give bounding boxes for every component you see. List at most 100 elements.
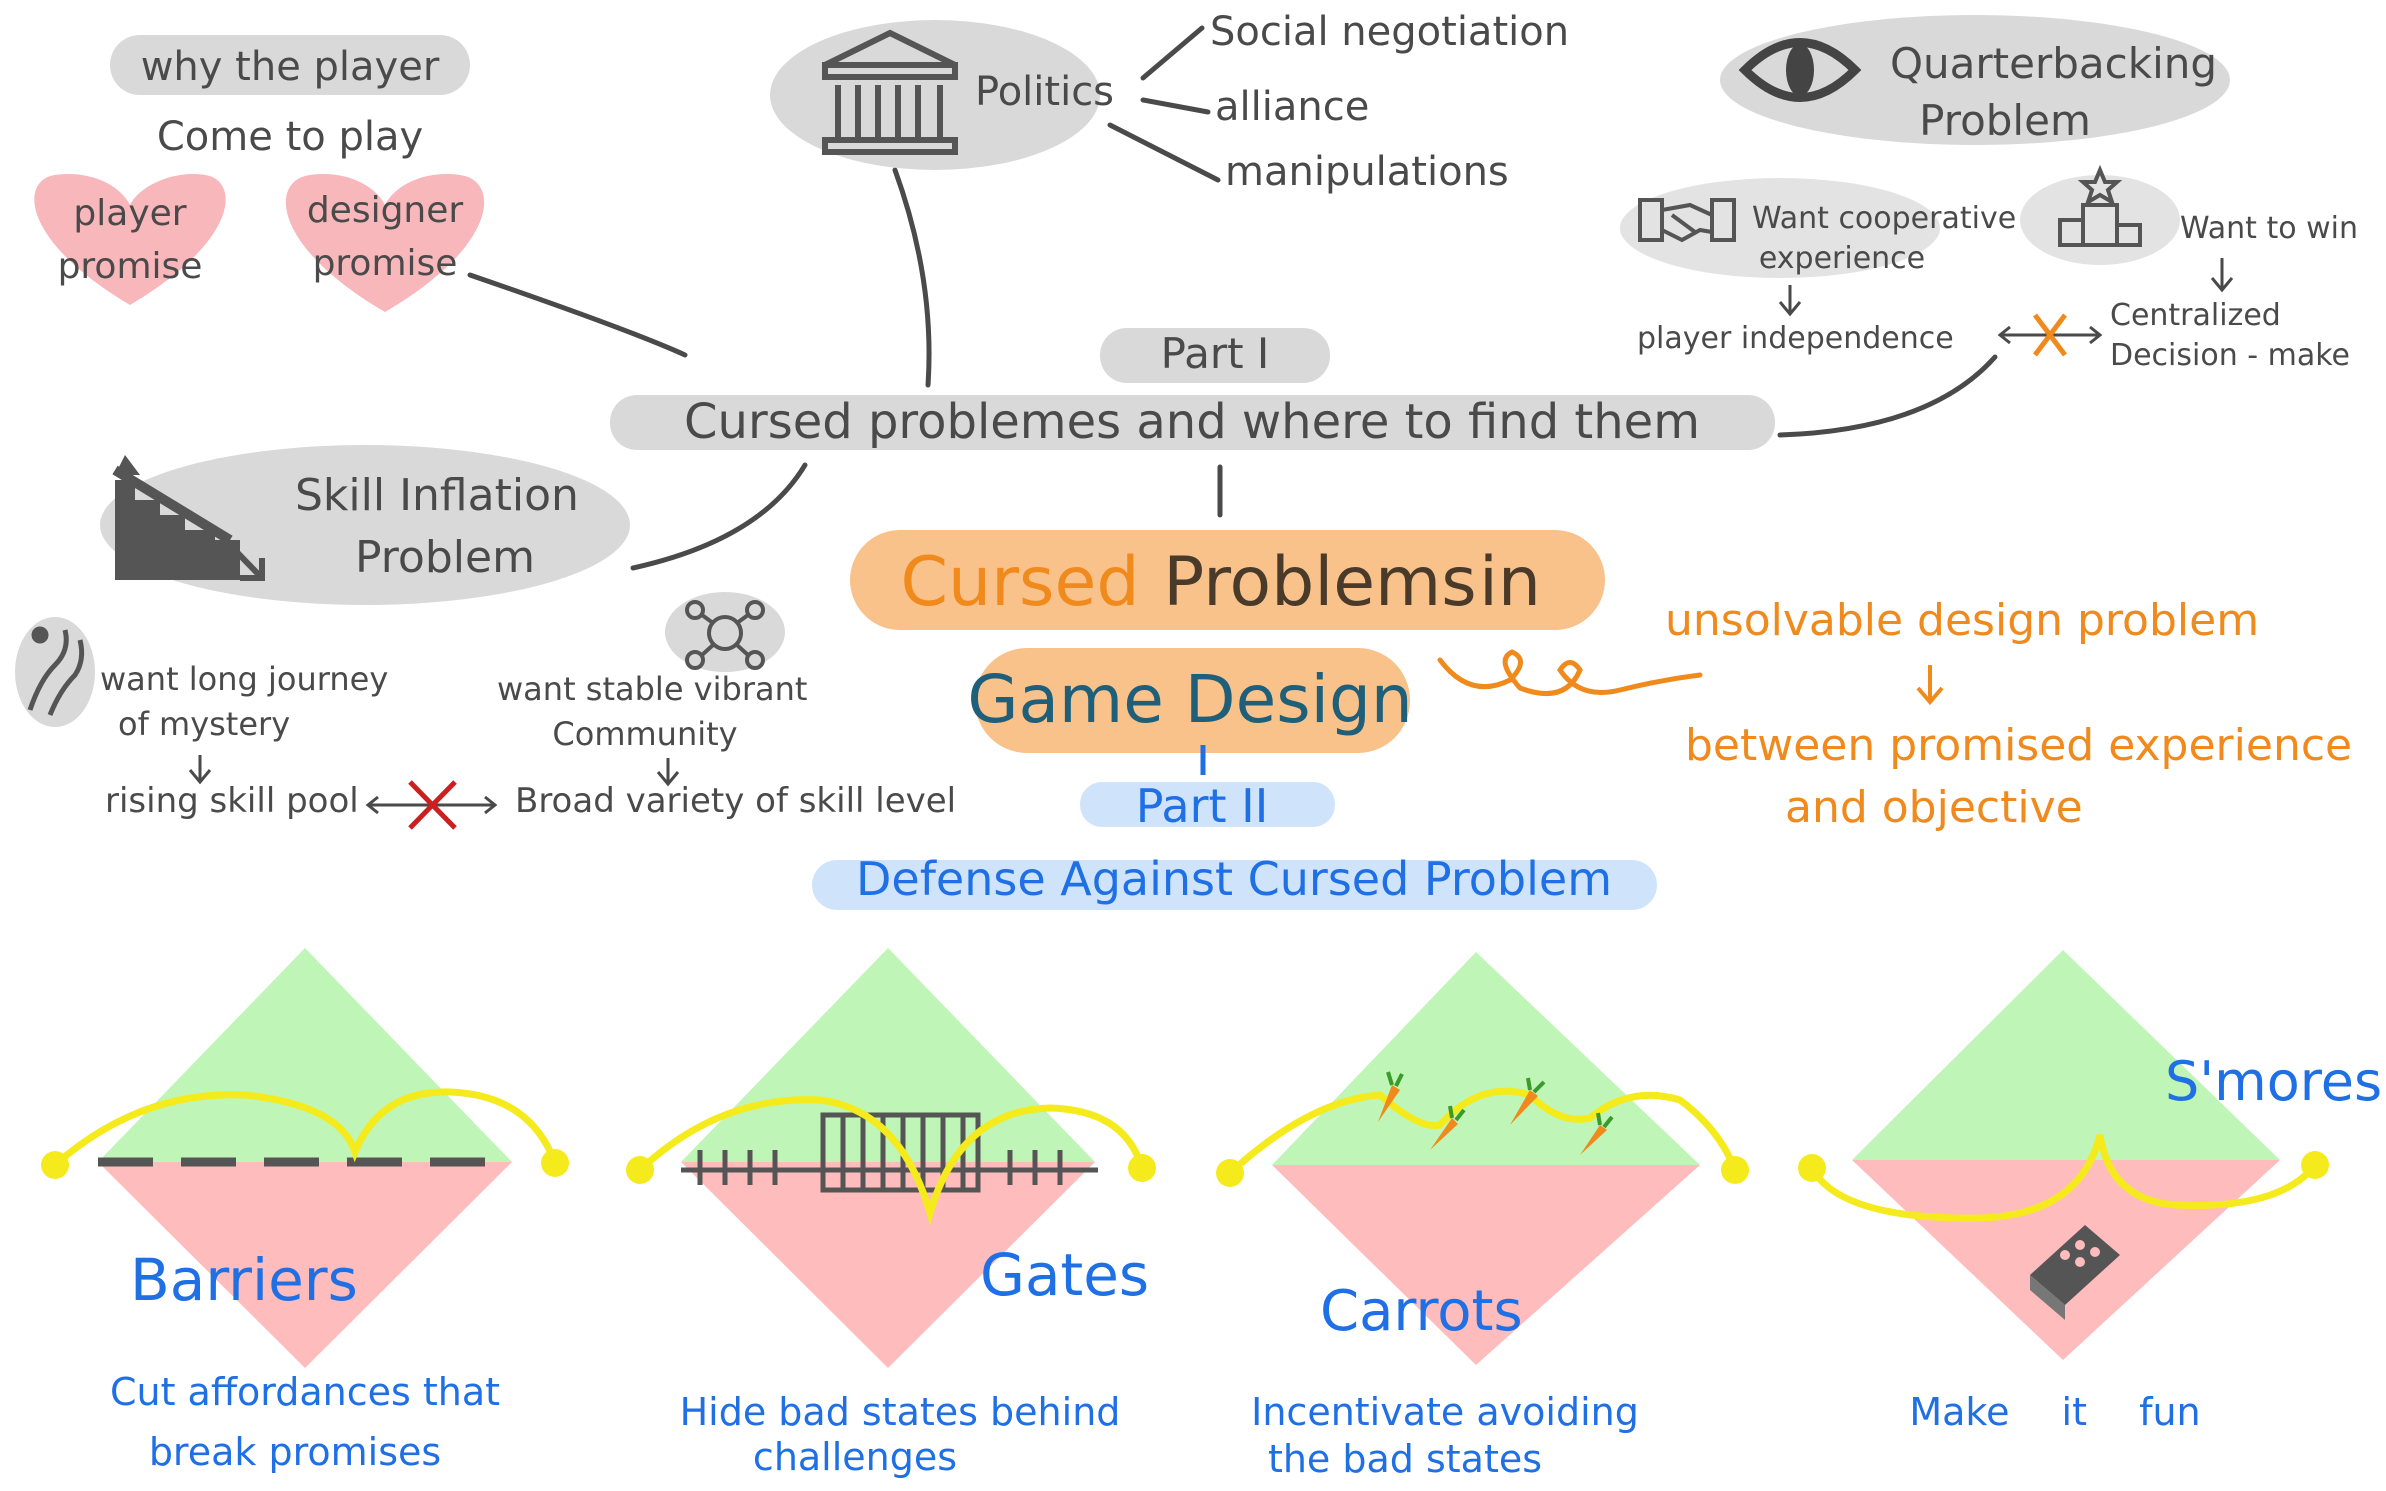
- barriers-player-path: [52, 1088, 559, 1168]
- smores-player-path: [1808, 1134, 2318, 1222]
- variety-label: Broad variety of skill level: [515, 781, 956, 821]
- carrot-icon: [1378, 1071, 1404, 1122]
- gates-label: Gates: [980, 1241, 1149, 1309]
- connector-politics-alliance: [1140, 97, 1211, 115]
- subtitle-blob: [610, 395, 1775, 450]
- skill-title-line1: Skill Inflation: [295, 470, 579, 521]
- subtitle: Cursed problemes and where to find them: [684, 394, 1700, 450]
- gates-bad-zone: [681, 1162, 1095, 1368]
- player-promise-heart: [34, 174, 226, 305]
- coop-down-arrow: [1778, 285, 1802, 317]
- win-down-arrow: [2210, 258, 2234, 293]
- main-title-blob-2: [975, 648, 1410, 753]
- smores-desc: Make it fun: [1909, 1390, 2200, 1434]
- carrots-end-point: [1721, 1156, 1749, 1184]
- defense-label: Defense Against Cursed Problem: [856, 852, 1612, 906]
- journey-line2: of mystery: [118, 705, 290, 743]
- politics-blob: [770, 20, 1100, 170]
- skill-title-line2: Problem: [355, 532, 535, 583]
- part1-label: Part I: [1161, 329, 1270, 378]
- central-title-section: Part I Cursed problemes and where to fin…: [610, 328, 1775, 910]
- strategy-barriers: Barriers Cut affordances that break prom…: [41, 948, 569, 1474]
- community-icon-blob: [665, 592, 785, 672]
- player-promise-line1: player: [73, 193, 186, 234]
- politics-item-social: Social negotiation: [1210, 9, 1569, 55]
- barriers-desc-line2: break promises: [149, 1430, 441, 1474]
- smores-start-point: [1798, 1154, 1826, 1182]
- podium-icon: [2058, 164, 2142, 247]
- gates-desc-line1: Hide bad states behind: [680, 1390, 1121, 1434]
- main-title-word-in: in: [1479, 543, 1541, 622]
- definition-line2: between promised experience: [1685, 720, 2352, 771]
- quarterbacking-title-line2: Problem: [1919, 96, 2091, 145]
- quarterbacking-title-line1: Quarterbacking: [1890, 39, 2217, 88]
- conflict-arrow-quarterback: [1997, 313, 2103, 357]
- network-icon: [685, 600, 765, 670]
- gates-fence: [681, 1112, 1098, 1193]
- part1-blob: [1100, 328, 1330, 383]
- definition-line1: unsolvable design problem: [1665, 595, 2259, 646]
- politics-item-alliance: alliance: [1215, 84, 1369, 130]
- journey-arrow: [188, 755, 212, 785]
- gates-good-zone: [681, 948, 1095, 1162]
- main-title-word-problems: Problems: [1163, 543, 1476, 622]
- gates-player-path: [637, 1096, 1146, 1226]
- carrots-label: Carrots: [1320, 1279, 1523, 1344]
- carrots-player-path: [1227, 1087, 1739, 1176]
- barriers-bad-zone: [98, 1162, 512, 1368]
- carrots-desc-line2: the bad states: [1268, 1437, 1542, 1481]
- connector-politics-social: [1140, 25, 1205, 81]
- community-arrow: [656, 758, 680, 787]
- centralized-line1: Centralized: [2110, 298, 2281, 333]
- carrots-desc-line1: Incentivate avoiding: [1251, 1390, 1639, 1434]
- win-blob: [2020, 175, 2180, 265]
- designer-promise-heart: [285, 174, 485, 312]
- game-controller-icon: [2030, 1225, 2120, 1320]
- carrot-icon: [1580, 1112, 1614, 1155]
- player-promise-line2: promise: [58, 246, 203, 287]
- definition-line3: and objective: [1785, 782, 2083, 833]
- quarterbacking-section: Quarterbacking Problem Want cooperative …: [1620, 15, 2358, 373]
- definition-squiggle: [1437, 649, 1703, 697]
- coop-blob: [1620, 178, 1940, 278]
- connector-quarterback: [1777, 354, 1998, 438]
- why-player-line2: Come to play: [157, 114, 423, 160]
- barriers-good-zone: [98, 948, 512, 1162]
- part2-label: Part II: [1136, 779, 1269, 833]
- designer-promise-line2: promise: [313, 243, 458, 284]
- coop-line1: Want cooperative: [1752, 201, 2016, 236]
- designer-promise-line1: designer: [307, 190, 464, 231]
- barriers-start-point: [41, 1151, 69, 1179]
- smores-end-point: [2301, 1151, 2329, 1179]
- connector-skill: [630, 462, 808, 571]
- journey-line1: want long journey: [100, 660, 388, 698]
- skill-inflation-section: Skill Inflation Problem want long journe…: [15, 445, 956, 830]
- definition-arrow: [1916, 665, 1944, 706]
- courthouse-icon: [822, 29, 958, 155]
- carrots-good-zone: [1272, 952, 1700, 1165]
- barriers-label: Barriers: [130, 1246, 358, 1314]
- strategy-gates: Gates Hide bad states behind challenges: [626, 948, 1156, 1479]
- why-player-blob: [110, 35, 470, 95]
- barriers-desc-line1: Cut affordances that: [110, 1370, 500, 1414]
- coop-line2: experience: [1759, 241, 1925, 276]
- politics-item-manipulations: manipulations: [1225, 149, 1509, 195]
- smores-label: S'mores: [2165, 1050, 2382, 1113]
- carrots-bad-zone: [1272, 1165, 1700, 1365]
- smores-good-zone: [1852, 950, 2280, 1160]
- eye-icon: [1738, 38, 1862, 102]
- stairs-down-icon: [112, 455, 265, 581]
- community-line2: Community: [552, 715, 737, 753]
- main-title-word-cursed: Cursed: [901, 543, 1140, 622]
- promise-section: why the player Come to play player promi…: [34, 35, 485, 312]
- why-player-line1: why the player: [141, 44, 440, 90]
- defense-blob: [812, 860, 1657, 910]
- main-title-blob-1: [850, 530, 1605, 630]
- carrot-icon: [1430, 1105, 1466, 1150]
- independence-label: player independence: [1637, 321, 1954, 356]
- connector-politics-manip: [1107, 122, 1221, 183]
- conflict-arrow-skill: [365, 780, 498, 830]
- connector-politics: [892, 167, 932, 388]
- carrot-icon: [1510, 1077, 1546, 1125]
